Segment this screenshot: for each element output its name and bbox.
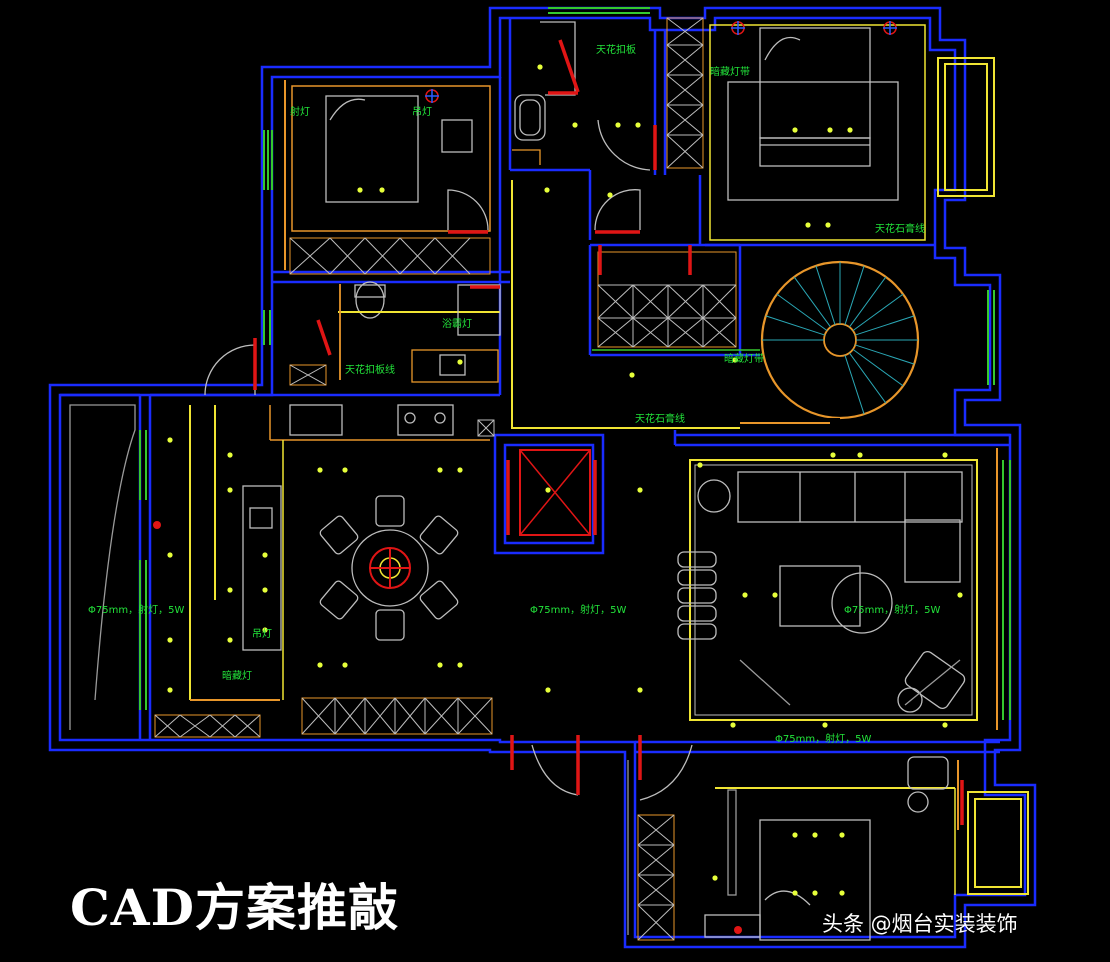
stair-tread bbox=[849, 352, 887, 404]
light-dot bbox=[545, 687, 551, 693]
walls bbox=[48, 6, 1037, 949]
light-dot bbox=[167, 687, 173, 693]
light-dot bbox=[732, 357, 738, 363]
light-dot bbox=[635, 122, 641, 128]
light-dot bbox=[792, 832, 798, 838]
light-dot bbox=[792, 127, 798, 133]
light-dot bbox=[167, 637, 173, 643]
light-dot bbox=[357, 187, 363, 193]
light-dot bbox=[572, 122, 578, 128]
label-master-bed-light: 暗藏灯带 bbox=[710, 67, 750, 78]
light-dot bbox=[812, 832, 818, 838]
inner-wall bbox=[58, 16, 1027, 939]
light-dot bbox=[227, 452, 233, 458]
label-kitchen-spotlight: Φ75mm，射灯，5W bbox=[88, 605, 185, 616]
stair-tread bbox=[849, 276, 887, 328]
stair-treads bbox=[762, 262, 918, 415]
light-dot bbox=[437, 467, 443, 473]
label-bed2-pendant: 吊灯 bbox=[412, 107, 432, 118]
light-dot bbox=[262, 587, 268, 593]
furniture bbox=[69, 21, 978, 941]
label-corridor-ceiling: 天花石膏线 bbox=[635, 414, 685, 425]
label-kitchen-pendant: 吊灯 bbox=[252, 629, 272, 640]
light-dot bbox=[227, 587, 233, 593]
light-dot bbox=[167, 552, 173, 558]
light-dot bbox=[805, 222, 811, 228]
stair-tread bbox=[765, 315, 825, 336]
light-dot bbox=[825, 222, 831, 228]
light-dot bbox=[317, 467, 323, 473]
light-dot bbox=[544, 187, 550, 193]
label-living-bottom-spotlight: Φ75mm，射灯，5W bbox=[775, 734, 872, 745]
light-dot bbox=[537, 64, 543, 70]
light-dot bbox=[545, 487, 551, 493]
light-dot bbox=[942, 722, 948, 728]
cabinets bbox=[154, 17, 737, 941]
light-fixtures bbox=[167, 64, 963, 896]
label-bath2-ceiling: 天花扣板线 bbox=[345, 365, 395, 376]
light-dot bbox=[342, 662, 348, 668]
light-dot bbox=[742, 592, 748, 598]
stair-tread bbox=[852, 349, 904, 387]
light-dot bbox=[342, 467, 348, 473]
stair-tread bbox=[776, 293, 828, 331]
stair-tread bbox=[855, 344, 915, 365]
light-dot bbox=[839, 890, 845, 896]
light-dot bbox=[227, 637, 233, 643]
light-dot bbox=[457, 467, 463, 473]
stair-tread bbox=[844, 265, 865, 325]
light-dot bbox=[857, 452, 863, 458]
light-dot bbox=[830, 452, 836, 458]
light-dot bbox=[227, 487, 233, 493]
light-dot bbox=[772, 592, 778, 598]
label-kitchen-strip: 暗藏灯 bbox=[222, 671, 252, 682]
light-dot bbox=[457, 662, 463, 668]
light-dot bbox=[712, 875, 718, 881]
label-bed2-spotlight: 射灯 bbox=[290, 107, 310, 118]
label-master-ceiling: 天花石膏线 bbox=[875, 224, 925, 235]
stair-tread bbox=[815, 265, 836, 325]
stair-tread bbox=[852, 293, 904, 331]
light-dot bbox=[262, 627, 268, 633]
outer-wall bbox=[48, 6, 1037, 949]
watermark-text: 头条 @烟台实装装饰 bbox=[822, 912, 1018, 936]
ceiling-lamps bbox=[153, 21, 897, 934]
label-bath2-heater: 浴霸灯 bbox=[442, 319, 472, 330]
light-dot bbox=[839, 832, 845, 838]
stair-tread bbox=[844, 355, 865, 415]
light-dot bbox=[379, 187, 385, 193]
light-dot bbox=[697, 462, 703, 468]
light-dot bbox=[827, 127, 833, 133]
label-living-spotlight: Φ75mm，射灯，5W bbox=[844, 605, 941, 616]
light-dot bbox=[437, 662, 443, 668]
label-bath-ceiling: 天花扣板 bbox=[596, 45, 636, 56]
light-dot bbox=[317, 662, 323, 668]
light-dot bbox=[792, 890, 798, 896]
light-dot bbox=[730, 722, 736, 728]
light-dot bbox=[847, 127, 853, 133]
light-dot bbox=[822, 722, 828, 728]
light-dot bbox=[637, 687, 643, 693]
stair-tread bbox=[855, 315, 915, 336]
stair-tread bbox=[793, 276, 831, 328]
label-stair-strip: 暗藏灯带 bbox=[724, 354, 764, 365]
light-dot bbox=[629, 372, 635, 378]
light-dot bbox=[942, 452, 948, 458]
light-dot bbox=[957, 592, 963, 598]
light-dot bbox=[607, 192, 613, 198]
light-dot bbox=[457, 359, 463, 365]
light-dot bbox=[637, 487, 643, 493]
door-markers bbox=[253, 39, 964, 825]
label-dining-spotlight: Φ75mm，射灯，5W bbox=[530, 605, 627, 616]
windows bbox=[139, 7, 1029, 895]
light-dot bbox=[812, 890, 818, 896]
light-dot bbox=[262, 552, 268, 558]
light-dot bbox=[167, 437, 173, 443]
light-dot bbox=[615, 122, 621, 128]
caption-title: CAD方案推敲 bbox=[70, 878, 399, 937]
